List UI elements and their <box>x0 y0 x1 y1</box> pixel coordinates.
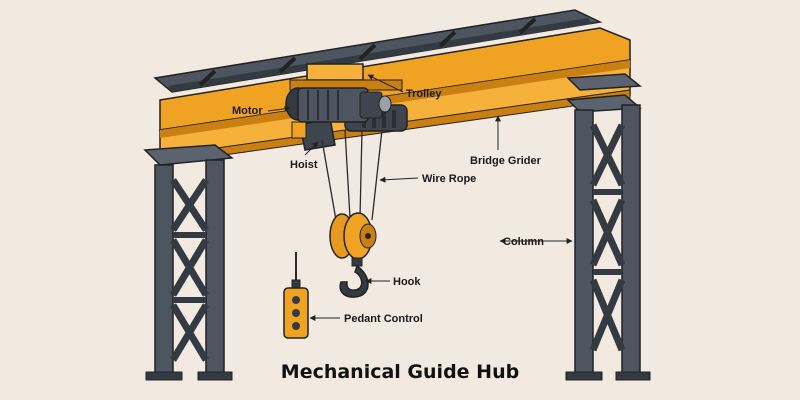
label-wire-rope: Wire Rope <box>422 173 476 185</box>
hook-block <box>329 212 377 267</box>
label-column: Column <box>503 236 544 248</box>
right-column <box>565 73 651 381</box>
label-hook: Hook <box>393 276 421 288</box>
wire-rope <box>321 129 383 221</box>
leader-lines <box>267 74 573 321</box>
runway-rail <box>153 9 603 93</box>
label-bridge-girder: Bridge Grider <box>470 155 542 167</box>
pendant-control <box>283 252 309 339</box>
label-hoist: Hoist <box>290 159 318 171</box>
hook <box>339 264 369 298</box>
trolley <box>289 63 403 91</box>
motor <box>285 87 392 123</box>
label-pendant-control: Pedant Control <box>344 313 423 325</box>
footer-title: Mechanical Guide Hub <box>281 361 519 383</box>
label-motor: Motor <box>232 105 263 117</box>
label-trolley: Trolley <box>406 88 442 100</box>
left-column <box>143 144 234 381</box>
